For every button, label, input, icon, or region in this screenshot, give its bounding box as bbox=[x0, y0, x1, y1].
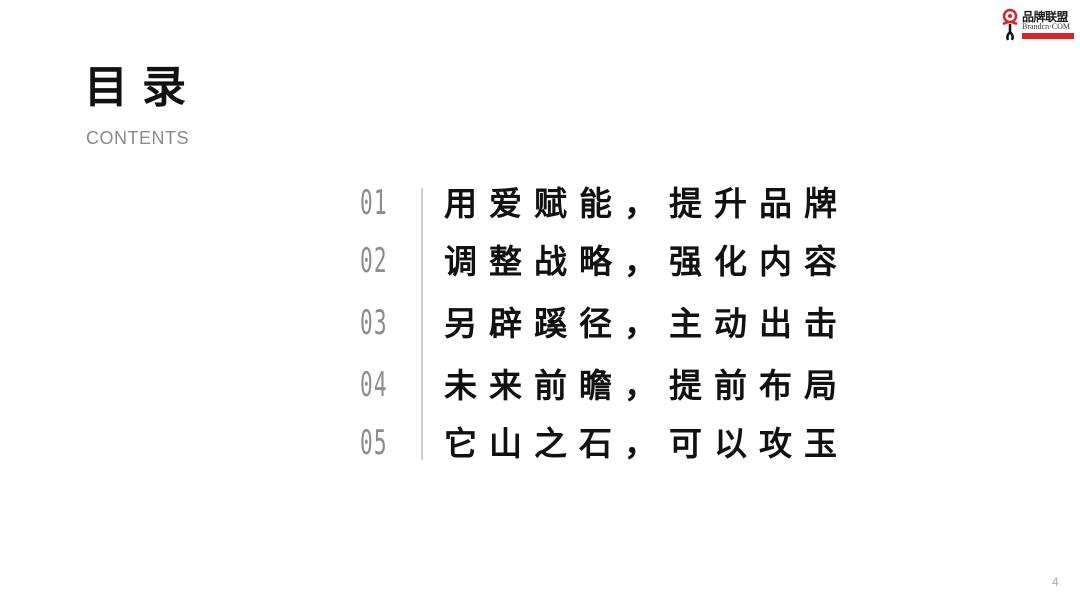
toc-item[interactable]: 04 未来前瞻，提前布局 bbox=[360, 364, 860, 414]
toc-item-text: 它山之石，可以攻玉 bbox=[444, 424, 849, 463]
toc-item[interactable]: 02 调整战略，强化内容 bbox=[360, 240, 860, 290]
toc-item-text: 另辟蹊径，主动出击 bbox=[444, 304, 849, 343]
toc-divider bbox=[421, 188, 423, 460]
page-number: 4 bbox=[1052, 575, 1059, 589]
toc-item-number: 01 bbox=[360, 183, 388, 223]
toc-item-number: 05 bbox=[360, 423, 388, 463]
logo-cn-text: 品牌联盟 bbox=[1022, 10, 1069, 24]
page-title: 目录 bbox=[84, 62, 200, 113]
toc-item[interactable]: 05 它山之石，可以攻玉 bbox=[360, 422, 860, 472]
toc-item[interactable]: 03 另辟蹊径，主动出击 bbox=[360, 302, 860, 352]
logo-red-bar bbox=[1022, 33, 1074, 39]
toc-item-text: 用爱赋能，提升品牌 bbox=[444, 184, 849, 223]
page-subtitle: CONTENTS bbox=[86, 128, 189, 148]
logo-en-text: Brandcn·COM bbox=[1022, 22, 1070, 31]
toc-item-number: 02 bbox=[360, 241, 388, 281]
brand-logo: 品牌联盟 Brandcn·COM bbox=[998, 6, 1078, 42]
toc-item-number: 04 bbox=[360, 365, 388, 405]
brand-mark-icon bbox=[1002, 8, 1018, 41]
toc-item-text: 调整战略，强化内容 bbox=[444, 242, 849, 281]
toc-item-text: 未来前瞻，提前布局 bbox=[444, 366, 849, 405]
toc-item[interactable]: 01 用爱赋能，提升品牌 bbox=[360, 182, 860, 232]
toc-item-number: 03 bbox=[360, 303, 388, 343]
